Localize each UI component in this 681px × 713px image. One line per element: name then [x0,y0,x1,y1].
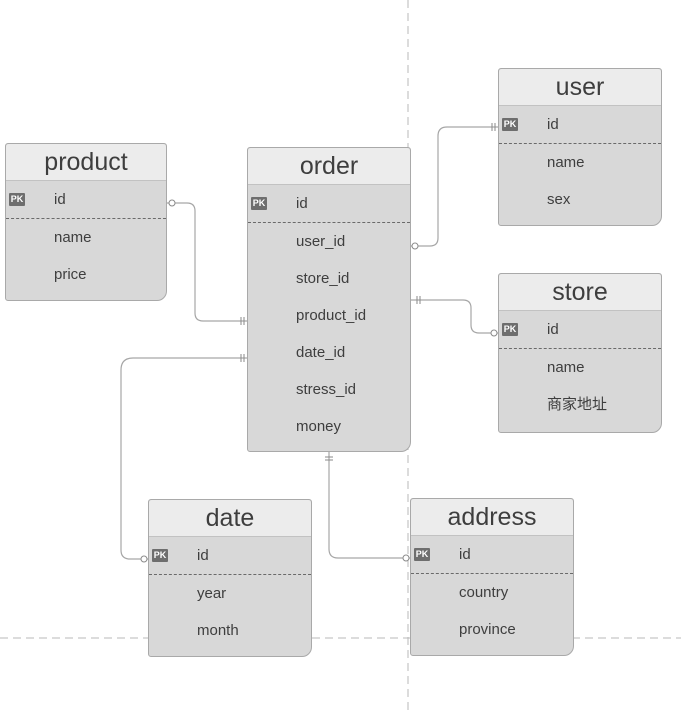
field-merchant-address: 商家地址 [547,396,608,413]
field-row[interactable]: year [149,575,311,612]
field-country: country [459,584,509,601]
pk-row[interactable]: PK id [411,536,573,574]
connector-end-circle [140,555,148,563]
field-row[interactable]: price [6,256,166,293]
field-name: name [54,229,92,246]
field-name: name [547,154,585,171]
entity-title: order [248,148,410,185]
field-date-id: date_id [296,344,346,361]
primary-key-icon: PK [251,197,267,210]
entity-user[interactable]: user PK id name sex [498,68,662,226]
field-row[interactable]: month [149,612,311,649]
field-stress-id: stress_id [296,381,357,398]
entity-order[interactable]: order PK id user_id store_id product_id … [247,147,411,452]
field-row[interactable]: store_id [248,260,410,297]
field-row[interactable]: 商家地址 [499,386,661,423]
field-row[interactable]: user_id [248,223,410,260]
entity-date[interactable]: date PK id year month [148,499,312,657]
field-row[interactable]: province [411,611,573,648]
connector-end-circle [411,242,419,250]
primary-key-icon: PK [9,193,25,206]
field-row[interactable]: stress_id [248,371,410,408]
relationship-order-address[interactable] [328,452,410,559]
entity-title: store [499,274,661,311]
field-id: id [296,195,308,212]
field-user-id: user_id [296,233,346,250]
entity-title: address [411,499,573,536]
field-sex: sex [547,191,571,208]
relationship-order-date[interactable] [120,357,247,560]
field-province: province [459,621,516,638]
field-id: id [459,546,471,563]
field-row[interactable]: money [248,408,410,445]
field-id: id [54,191,66,208]
field-row[interactable]: name [6,219,166,256]
entity-store[interactable]: store PK id name 商家地址 [498,273,662,433]
primary-key-icon: PK [414,548,430,561]
field-price: price [54,266,87,283]
entity-address[interactable]: address PK id country province [410,498,574,656]
field-month: month [197,622,239,639]
entity-title: product [6,144,166,181]
pk-row[interactable]: PK id [499,106,661,144]
connector-end-circle [168,199,176,207]
relationship-order-product[interactable] [167,202,247,322]
field-money: money [296,418,342,435]
pk-row[interactable]: PK id [6,181,166,219]
field-row[interactable]: date_id [248,334,410,371]
primary-key-icon: PK [502,323,518,336]
field-id: id [547,321,559,338]
relationship-order-user[interactable] [411,126,498,247]
pk-row[interactable]: PK id [149,537,311,575]
field-row[interactable]: name [499,144,661,181]
primary-key-icon: PK [152,549,168,562]
field-id: id [197,547,209,564]
field-row[interactable]: product_id [248,297,410,334]
entity-title: date [149,500,311,537]
connector-end-circle [402,554,410,562]
field-name: name [547,359,585,376]
entity-product[interactable]: product PK id name price [5,143,167,301]
field-year: year [197,585,227,602]
field-store-id: store_id [296,270,350,287]
pk-row[interactable]: PK id [248,185,410,223]
entity-title: user [499,69,661,106]
field-product-id: product_id [296,307,367,324]
field-row[interactable]: name [499,349,661,386]
field-row[interactable]: country [411,574,573,611]
pk-row[interactable]: PK id [499,311,661,349]
field-row[interactable]: sex [499,181,661,218]
connector-end-circle [490,329,498,337]
primary-key-icon: PK [502,118,518,131]
field-id: id [547,116,559,133]
relationship-order-store[interactable] [411,299,498,334]
